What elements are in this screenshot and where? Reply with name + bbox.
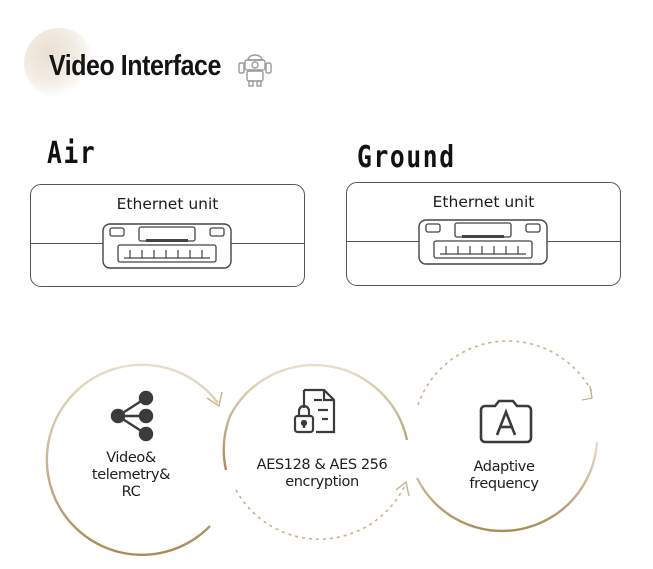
arrow-head-3 xyxy=(581,385,593,401)
feature-row: Video& telemetry& RC AES128 & AES 256 en… xyxy=(0,330,653,569)
feature-circle-1 xyxy=(45,363,219,556)
feature-label-video-line-3: RC xyxy=(121,484,141,500)
air-ethernet-port-icon xyxy=(102,223,232,269)
feature-label-adaptive-line-2: frequency xyxy=(469,476,539,492)
feature-circle-3-solid xyxy=(415,441,599,533)
header: Video Interface xyxy=(24,28,294,98)
air-unit-label: Ethernet unit xyxy=(116,195,219,213)
air-label: Air xyxy=(47,136,97,171)
feature-label-adaptive: Adaptive frequency xyxy=(452,459,556,493)
feature-circle-2-dashed xyxy=(235,484,406,540)
ground-ethernet-unit: Ethernet unit xyxy=(346,182,621,286)
feature-label-video-line-1: Video& xyxy=(106,450,156,466)
feature-label-encryption: AES128 & AES 256 encryption xyxy=(252,457,392,491)
share-icon xyxy=(110,390,154,442)
feature-label-adaptive-line-1: Adaptive xyxy=(473,459,535,475)
ground-label: Ground xyxy=(357,140,456,175)
page-title: Video Interface xyxy=(49,50,221,82)
auto-a-icon xyxy=(479,399,533,444)
arrow-head-2 xyxy=(395,480,410,497)
feature-label-video: Video& telemetry& RC xyxy=(76,450,186,501)
ground-ethernet-port-icon xyxy=(418,219,548,265)
arrow-head-1 xyxy=(206,391,223,408)
feature-circle-3-dashed xyxy=(417,340,593,406)
feature-label-video-line-2: telemetry& xyxy=(91,467,171,483)
feature-circles-graphic xyxy=(45,340,599,556)
feature-label-encryption-line-2: encryption xyxy=(285,474,359,490)
air-ethernet-unit: Ethernet unit xyxy=(30,184,305,287)
title-backdrop xyxy=(24,28,94,98)
feature-label-encryption-line-1: AES128 & AES 256 xyxy=(256,457,388,473)
locked-document-icon xyxy=(293,388,336,434)
robot-icon xyxy=(238,54,272,87)
ground-unit-label: Ethernet unit xyxy=(432,193,535,211)
feature-circle-2-top xyxy=(222,363,409,471)
